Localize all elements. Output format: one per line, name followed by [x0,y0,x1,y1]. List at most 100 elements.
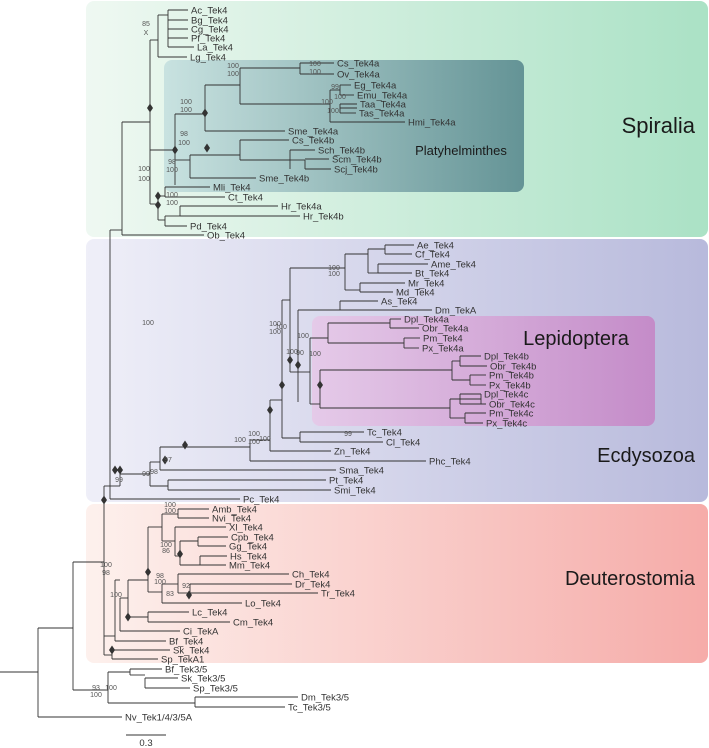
support-value: 100 [100,562,112,569]
support-diamond [182,440,188,450]
support-value: 100 [105,685,117,692]
tip-label: Obr_Tek4a [422,324,469,335]
tip-label: Sk_Tek3/5 [181,674,225,685]
support-diamond [295,360,301,370]
support-diamond [177,549,183,559]
tip-label: Ci_TekA [183,627,219,638]
support-value: 83 [166,591,174,598]
support-value: 100 [160,542,172,549]
tip-label: Obr_Tek4c [489,400,535,411]
support-value: 98 [156,573,164,580]
tip-label: Dm_TekA [435,306,477,317]
tip-label: Sp_Tek3/5 [193,684,238,695]
ecdysozoa-label: Ecdysozoa [597,445,696,467]
tip-label: Sp_TekA1 [161,655,204,666]
support-diamond [101,495,107,505]
support-value: 100 [309,69,321,76]
tip-label: Obr_Tek4b [490,362,536,373]
support-value: 100 [334,94,346,101]
platyhelminthes-region [164,60,524,192]
platyhelminthes-label: Platyhelminthes [415,143,507,158]
tip-label: Ae_Tek4 [417,241,454,252]
tip-label: Smi_Tek4 [334,486,376,497]
support-value: X [144,30,149,37]
tip-label: Zn_Tek4 [334,447,370,458]
tip-label: Lc_Tek4 [192,608,227,619]
tip-label: Dr_Tek4 [295,580,330,591]
support-value: 100 [180,99,192,106]
support-value: 100 [309,61,321,68]
support-diamond [155,200,161,210]
tip-label: Tc_Tek3/5 [288,703,331,714]
tip-label: Scm_Tek4b [332,155,382,166]
tip-label: Ch_Tek4 [292,570,330,581]
support-value: 100 [110,592,122,599]
support-value: 100 [248,431,260,438]
support-value: 100 [328,265,340,272]
support-value: 100 [327,108,339,115]
support-value: 100 [164,502,176,509]
support-value: 100 [138,166,150,173]
support-diamond [186,590,192,600]
support-diamond [172,145,178,155]
tip-label: Ov_Tek4a [337,70,380,81]
tip-label: Px_Tek4a [422,344,464,355]
tip-label: Px_Tek4b [489,381,531,392]
tip-label: Pm_Tek4c [489,409,534,420]
support-diamond [155,191,161,201]
scale-bar-label: 0.3 [139,738,152,748]
tip-label: Sch_Tek4b [318,146,365,157]
tip-label: Dpl_Tek4a [404,315,450,326]
support-value: 98 [102,570,110,577]
tip-label: As_Tek4 [381,297,417,308]
support-value: 100 [286,349,298,356]
tip-label: Nv_Tek1/4/3/5A [125,713,193,724]
support-value: 100 [269,329,281,336]
support-value: 100 [138,176,150,183]
tip-label: Bf_Tek3/5 [165,665,207,676]
support-value: 100 [259,436,271,443]
lepidoptera-region [312,316,655,426]
support-value: 86 [162,548,170,555]
support-diamond [117,465,123,475]
support-value: 98 [150,469,158,476]
tip-label: Ob_Tek4 [207,231,245,242]
deuterostomia-region [86,504,708,663]
tip-label: Mm_Tek4 [229,561,270,572]
support-value: 100 [164,508,176,515]
tip-label: Pm_Tek4 [423,334,463,345]
tip-label: Pc_Tek4 [243,495,279,506]
support-value: 100 [90,692,102,699]
tip-label: Tas_Tek4a [359,109,405,120]
tip-label: Bg_Tek4 [191,16,228,27]
support-diamond [125,612,131,622]
support-diamond [147,103,153,113]
tip-label: Cg_Tek4 [191,25,229,36]
support-value: 99 [115,477,123,484]
support-value: 99 [331,84,339,91]
support-value: 100 [234,437,246,444]
support-value: 98 [168,159,176,166]
support-value: 99 [142,471,150,478]
tip-label: Sk_Tek4 [173,646,209,657]
support-value: 100 [269,321,281,328]
tip-label: Md_Tek4 [396,288,435,299]
tip-label: Dm_Tek3/5 [301,693,349,704]
tip-label: Dpl_Tek4b [484,352,529,363]
support-value: 100 [227,71,239,78]
support-value: 100 [166,192,178,199]
tip-label: Xl_Tek4 [229,523,263,534]
support-value: 100 [142,320,154,327]
tip-label: Nvi_Tek4 [212,514,251,525]
support-value: 100 [178,140,190,147]
tip-label: Gg_Tek4 [229,542,267,553]
tip-label: Taa_Tek4a [360,100,407,111]
deuterostomia-label: Deuterostomia [565,568,696,590]
support-value: 100 [248,439,260,446]
tip-label: Cpb_Tek4 [231,533,274,544]
tip-label: Mli_Tek4 [213,183,251,194]
tip-label: Cs_Tek4b [292,136,334,147]
tip-label: Scj_Tek4b [334,165,378,176]
